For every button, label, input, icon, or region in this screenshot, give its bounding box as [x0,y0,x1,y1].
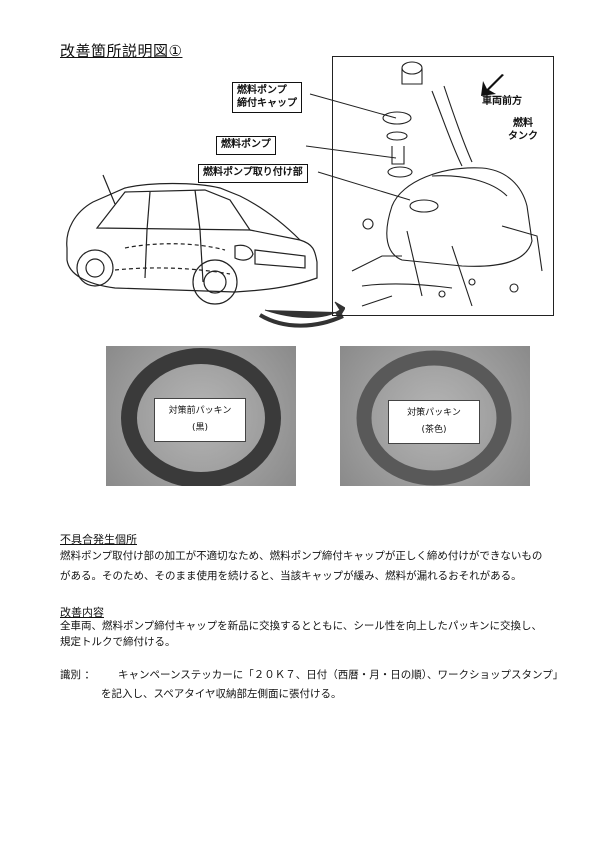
improvement-line-1: 全車両、燃料ポンプ締付キャップを新品に交換するとともに、シール性を向上したパッキ… [60,620,543,632]
defect-heading: 不具合発生個所 [60,533,137,546]
fuel-system-diagram [332,56,554,316]
page-title: 改善箇所説明図① [60,42,183,60]
fuel-tank-label: 燃料 タンク [508,118,538,143]
new-gasket-label-line2: (茶色) [421,425,447,436]
new-gasket-ring [356,350,512,486]
callout-pump-mount: 燃料ポンプ取り付け部 [198,164,308,183]
callout-pump-cap-line2: 締付キャップ [237,97,297,109]
callout-pump-cap: 燃料ポンプ 締付キャップ [232,82,302,113]
vehicle-front-label: 車両前方 [482,96,522,107]
defect-line-2: がある。そのため、そのまま使用を続けると、当該キャップが緩み、燃料が漏れるおそれ… [60,570,522,582]
new-gasket-label-line1: 対策パッキン [407,408,461,418]
identification-label: 識別 ： [60,669,95,681]
identification-line-2: を記入し、スペアタイヤ収納部左側面に張付ける。 [101,688,342,700]
fuel-tank-label-line2: タンク [508,130,538,142]
improvement-line-2: 規定トルクで締付ける。 [60,636,176,648]
identification-line-1: キャンペーンステッカーに「２０Ｋ７、日付（西暦・月・日の順）、ワークショップスタ… [118,669,564,681]
new-gasket-label: 対策パッキン (茶色) [388,400,480,445]
old-gasket-label-line2: (黒) [191,423,209,434]
photo-new-gasket: 対策パッキン (茶色) [340,346,530,486]
improvement-heading: 改善内容 [60,606,104,619]
car-illustration [66,174,345,328]
fuel-tank-drawing [351,61,543,307]
callout-fuel-pump: 燃料ポンプ [216,136,276,155]
old-gasket-label-line1: 対策前パッキン [168,406,232,416]
old-gasket-label: 対策前パッキン (黒) [154,398,246,443]
old-gasket-ring [121,348,281,488]
photo-old-gasket: 対策前パッキン (黒) [106,346,296,488]
fuel-tank-label-line1: 燃料 [513,118,533,129]
callout-pump-cap-line1: 燃料ポンプ [237,85,287,96]
defect-line-1: 燃料ポンプ取付け部の加工が不適切なため、燃料ポンプ締付キャップが正しく締め付けが… [60,550,543,562]
